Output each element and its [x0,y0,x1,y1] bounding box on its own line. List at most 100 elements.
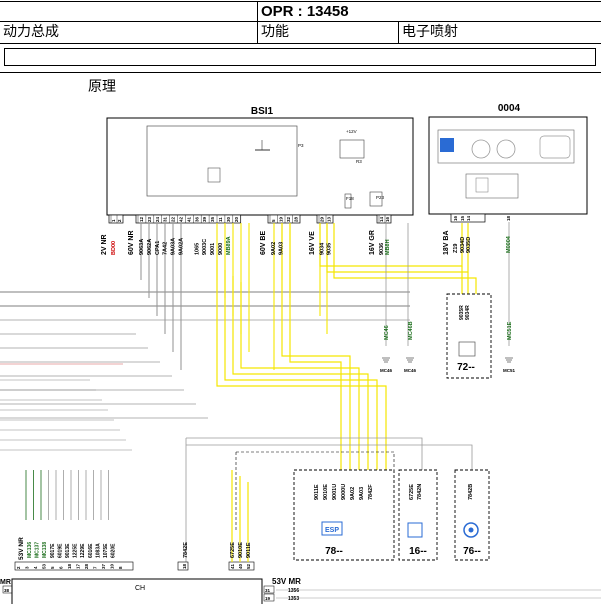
fuse-symbol [369,191,383,207]
fuse-symbol [344,193,352,209]
bsi1-connector-name: 60V NR [128,230,135,255]
bsi1-pin-number: 24 [155,216,160,222]
bsi1-pin-number: 16 [385,216,390,222]
module-78-wire-label: 7842F [368,484,374,500]
ch-wire-label: 1225E [73,543,79,558]
bsi1-internal-label: R3 [356,159,362,164]
wires-layer [0,213,601,602]
bsi1-wire-label: MB89A [226,236,232,255]
ch-pin-number: 28 [84,563,89,569]
module-78-label: 78-- [325,546,343,557]
ch-pin-number: 6 [59,566,64,569]
ch-pin-number: 2 [16,566,21,569]
ch-pin-number: 18 [67,563,72,569]
ground-wire-label: MC46B [408,321,414,340]
wire-route-9003 [232,276,369,470]
header-table: OPR : 13458 动力总成 功能 电子喷射 [0,0,601,75]
esp-badge-text: ESP [325,527,339,534]
ch-pin-number: 18 [182,563,187,569]
wire-9036 [333,223,477,294]
keypad-icon [458,341,476,357]
ecu-0004-title: 0004 [498,103,521,114]
bsi1-pin-number: 19 [278,216,283,222]
bsi1-pin-number: 2 [117,219,122,222]
ecu-pin-number: 16 [453,215,458,221]
ground-symbol [505,357,513,363]
ecu-0004-module: 0004 [428,103,588,215]
module-16-wire-label: 6725E [409,484,415,500]
bsi1-internal-label: F18 [346,196,354,201]
bsi1-wire-label: 9A03 [278,242,284,255]
ch-right-connector-block [228,561,255,571]
bsi1-pin-number: 11 [218,217,223,222]
ch-row-pin: 19 [265,596,271,601]
bsi1-connector-name: 16V VE [309,231,316,255]
bsi1-wire-label: 9035 [327,243,333,255]
ecu-wire-label: 9035D [466,237,472,253]
ch-row-wire: 1356 [288,588,299,594]
bsi1-wire-label: 9A03A [171,238,177,255]
bsi1-connector-name: 16V GR [369,230,376,255]
module-72-wire-label: 9035R [459,305,465,320]
wire-9035 [326,223,469,273]
ch-mid-connector-block [177,561,189,571]
bsi1-pin-number: 13 [327,216,332,222]
bsi1-pin-number: 28 [293,216,298,222]
module-72-wire-label: 9034R [465,305,471,320]
ch-wire-label: 7842E [183,542,189,558]
module-78-wire-label: 9A02 [350,487,356,500]
ground-symbol [382,357,390,363]
module-76: 76-- [454,469,490,561]
bsi1-pin-number: 1 [111,219,116,222]
bsi1-wire-label: BD00 [111,241,117,255]
bsi1-wire-label: MB8H [385,239,391,255]
bsi1-pin-number: 41 [186,216,191,222]
ch-wire-label: MC137 [35,542,41,558]
ch-pin-number: 3 [25,566,30,569]
ecu-wire-label: Z19 [453,244,459,253]
module-76-wire-label: 7842B [468,484,474,500]
bsi1-connector-name: 60V BE [260,231,267,255]
ground-wire-label: MC46 [384,325,390,340]
ecu-pin-number: 14 [466,215,471,221]
ch-wire-label: 9010E [238,542,244,558]
wire-7842F [236,451,395,470]
module-78-esp: ESP 78-- [293,469,395,561]
module-78-wire-label: 9000U [341,484,347,500]
bsi1-internal-label: P3 [298,143,304,148]
ch-module: CH 53V MR MR [0,577,301,604]
module-78-wire-label: 9011E [314,484,320,500]
ch-wire-label: MC138 [42,542,48,558]
bsi1-wire-label: 9036 [379,243,385,255]
rpm-gauge-icon [496,139,516,159]
ch-pin-number: 10 [110,563,115,569]
bsi1-pin-number: 32 [286,216,291,222]
ch-pin-number: 4 [33,566,38,569]
ecu-connector-block [450,213,486,223]
ch-row-pin-box [263,585,275,594]
bsi1-pin-number: 5 [271,219,276,222]
ch-pin-number: 17 [76,563,81,569]
wire-7842N [186,437,423,470]
module-16-label: 16-- [409,546,427,557]
ch-pin-number: 53 [42,563,47,569]
ch-wire-label: 1075E [103,543,109,558]
ch-wire-label: 9011E [246,542,252,558]
wire-route-9000 [224,270,378,470]
bsi1-connector-block [316,214,334,224]
ch-row-pin-box [263,593,275,602]
ch-right-connector: 53V MR [272,577,301,586]
dial-icon [463,522,479,538]
ch-wire-label: 1083A [95,543,101,558]
ch-pin-number: 40 [238,563,243,569]
bsi1-pin-number: 14 [379,216,384,222]
ecu-wire-label: 9034D [460,237,466,253]
bsi1-wire-label: 9034 [320,242,326,255]
ecu-connector-name: 18V BA [443,230,450,255]
ch-wire-label: 6016E [88,543,94,558]
bsi1-wire-label: 9063A [139,239,145,255]
bsi1-wire-label: CPA1 [155,241,161,255]
display-icon [407,522,423,538]
